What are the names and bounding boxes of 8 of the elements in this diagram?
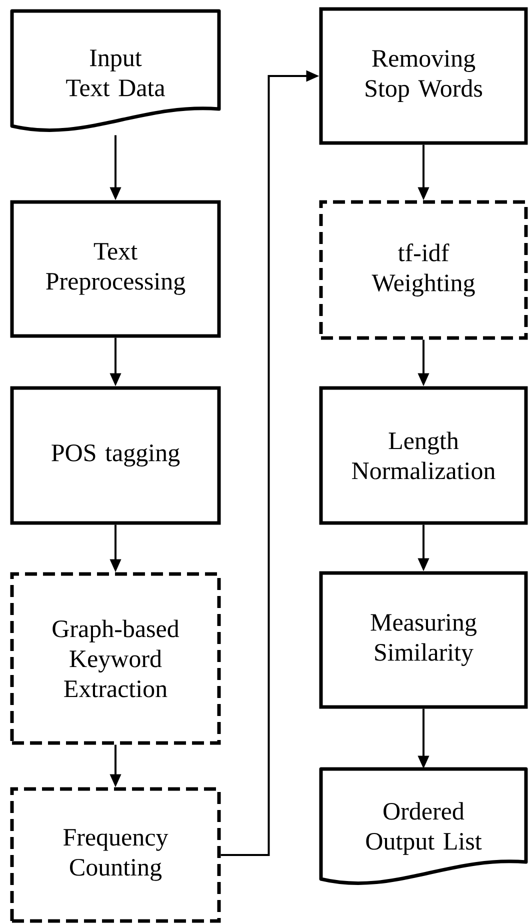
process-box: Removing Stop Words	[319, 7, 528, 145]
process-box: Length Normalization	[319, 386, 528, 525]
process-box: Measuring Similarity	[319, 571, 528, 709]
process-box: tf-idf Weighting	[319, 200, 528, 340]
process-box: Text Preprocessing	[10, 200, 221, 338]
process-box: POS tagging	[10, 386, 221, 525]
process-box: Graph-based Keyword Extraction	[10, 572, 221, 745]
process-box: Frequency Counting	[10, 787, 221, 923]
